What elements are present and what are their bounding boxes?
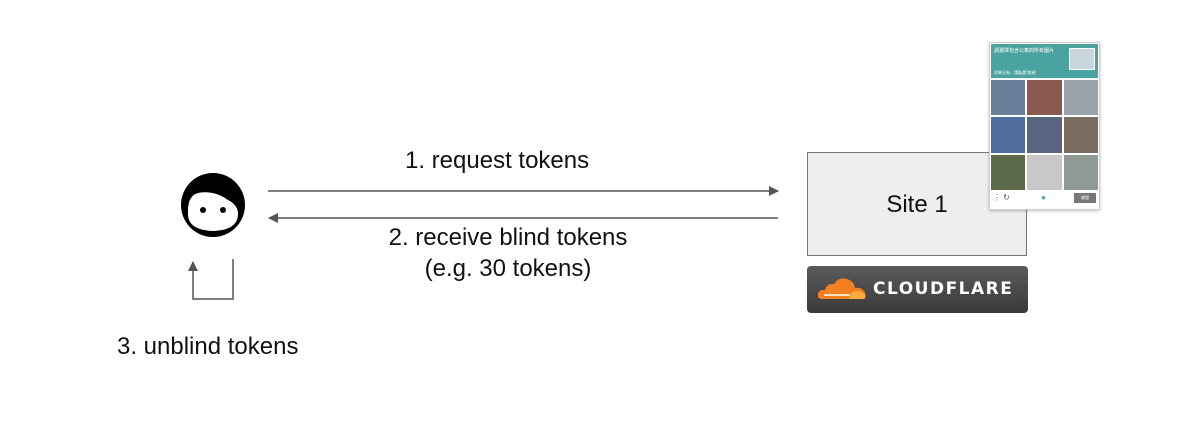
captcha-example-image — [1069, 48, 1095, 70]
captcha-tile[interactable] — [1063, 154, 1098, 190]
captcha-tile[interactable] — [1027, 80, 1062, 116]
user-face-icon — [181, 173, 245, 237]
captcha-tile[interactable] — [1027, 117, 1062, 153]
step-unblind-label: 3. unblind tokens — [117, 333, 299, 360]
captcha-tile[interactable] — [1063, 80, 1098, 116]
step-request-label: 1. request tokens — [405, 147, 590, 174]
captcha-footer: ⋮ ↻ ● 驗證 — [991, 191, 1098, 207]
captcha-tile[interactable] — [991, 117, 1026, 153]
verify-button[interactable]: 驗證 — [1074, 193, 1096, 203]
unblind-loop-arrow — [188, 259, 234, 300]
captcha-tile[interactable] — [991, 80, 1026, 116]
cloudflare-cloud-icon — [817, 278, 866, 299]
refresh-icon[interactable]: ↻ — [1003, 193, 1010, 202]
captcha-tile[interactable] — [991, 154, 1026, 190]
more-icon[interactable]: ⋮ — [993, 193, 1001, 202]
captcha-image-grid — [991, 80, 1098, 190]
cloudflare-logo-text: CLOUDFLARE — [873, 279, 1014, 299]
step-receive-label: 2. receive blind tokens — [388, 224, 628, 251]
captcha-subtitle: 如果沒有，請點選"跳過" — [994, 70, 1037, 75]
cloudflare-badge: CLOUDFLARE — [807, 266, 1028, 313]
check-icon: ● — [1041, 193, 1046, 202]
step-receive-detail: (e.g. 30 tokens) — [424, 255, 592, 282]
captcha-header: 請選擇包含公車的所有圖片 如果沒有，請點選"跳過" — [991, 44, 1098, 78]
captcha-tile[interactable] — [1027, 154, 1062, 190]
site-label: Site 1 — [886, 191, 948, 218]
captcha-widget: 請選擇包含公車的所有圖片 如果沒有，請點選"跳過" ⋮ ↻ ● 驗證 — [989, 42, 1100, 210]
captcha-title: 請選擇包含公車的所有圖片 — [994, 48, 1055, 54]
captcha-tile[interactable] — [1063, 117, 1098, 153]
